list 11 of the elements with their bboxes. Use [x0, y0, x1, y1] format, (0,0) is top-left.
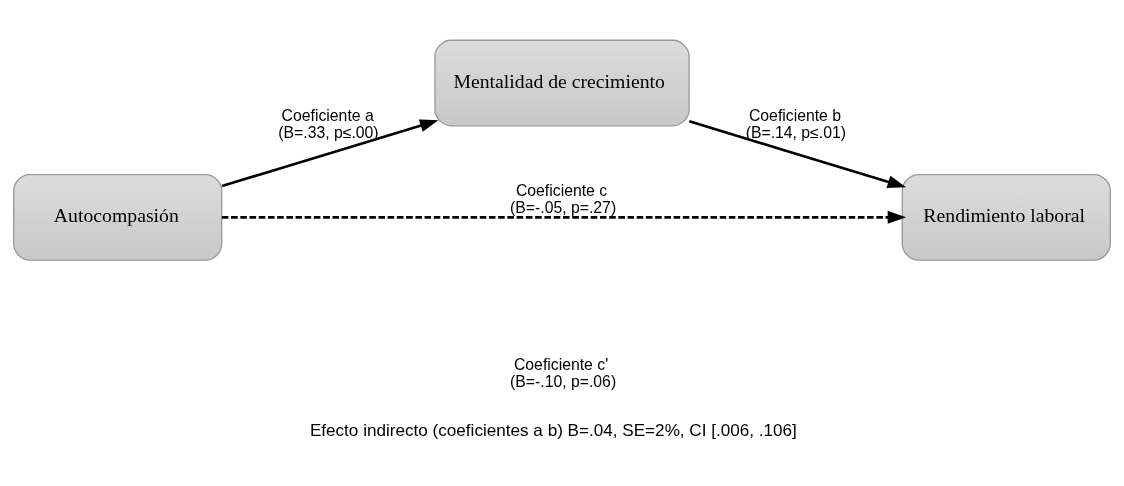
node-box: Rendimiento laboral: [901, 173, 1111, 261]
node-box: Mentalidad de crecimiento: [434, 39, 690, 127]
arrow: [221, 119, 439, 188]
caption: Efecto indirecto (coeficientes a b) B=.04, SE=2%, CI [.006, .106]: [309, 420, 797, 440]
arrow: [688, 120, 907, 189]
edge-label: Coeficiente a (B=.33, p≤.00): [278, 106, 379, 141]
label: Coeficiente c' (B=-.10, p=.06): [510, 355, 617, 390]
arrow: [221, 210, 907, 224]
edge-label: Coeficiente b (B=.14, p≤.01): [745, 106, 846, 141]
node-box: Autocompasión: [13, 173, 223, 261]
edge-label: Coeficiente c (B=-.05, p=.27): [510, 181, 617, 216]
